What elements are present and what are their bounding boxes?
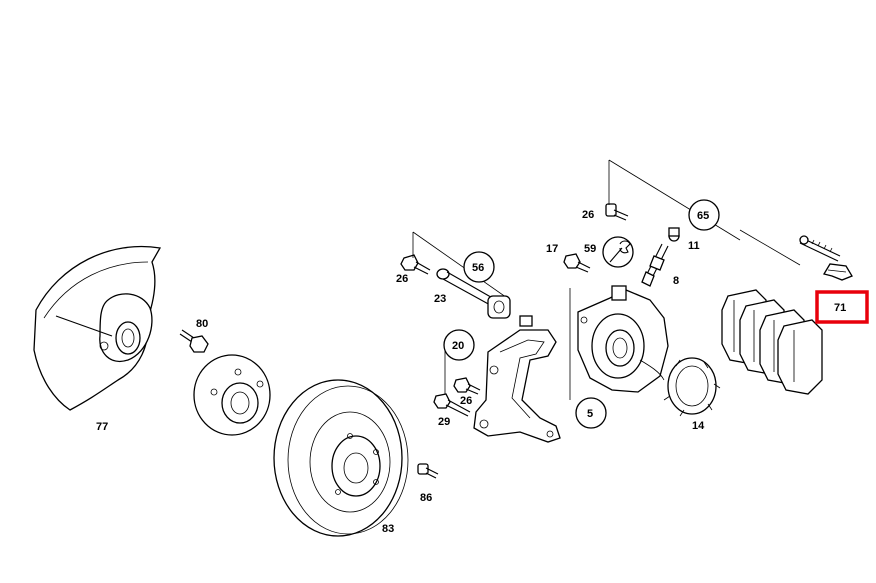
part-5-caliper-housing[interactable] — [577, 285, 669, 393]
label-26-middle: 26 — [460, 395, 472, 407]
label-71: 71 — [834, 302, 846, 314]
part-80-bolt[interactable] — [179, 329, 209, 353]
guide-boot[interactable] — [487, 295, 511, 319]
label-83: 83 — [382, 523, 394, 535]
part-26-bolt-top[interactable] — [605, 203, 629, 221]
part-26-bolt-middle[interactable] — [453, 377, 481, 395]
part-59-wrench-symbol[interactable] — [602, 236, 634, 268]
label-5: 5 — [587, 408, 593, 420]
label-26-upper: 26 — [396, 273, 408, 285]
highlight-box-71[interactable] — [815, 290, 869, 324]
label-29: 29 — [438, 416, 450, 428]
label-65: 65 — [697, 210, 709, 222]
callout-56[interactable] — [463, 251, 495, 283]
callout-5[interactable] — [575, 397, 607, 429]
part-77-dust-shield[interactable] — [33, 245, 162, 411]
part-86-screw[interactable] — [417, 463, 439, 479]
part-17-bolt[interactable] — [563, 253, 591, 273]
label-56: 56 — [472, 262, 484, 274]
label-26-top: 26 — [582, 209, 594, 221]
label-11: 11 — [688, 240, 700, 252]
part-29-bolt[interactable] — [433, 393, 471, 417]
callout-65[interactable] — [688, 199, 720, 231]
part-8-bleed-screw[interactable] — [641, 243, 669, 287]
part-14-dust-ring[interactable] — [663, 357, 721, 417]
label-20: 20 — [452, 340, 464, 352]
label-59: 59 — [584, 243, 596, 255]
label-86: 86 — [420, 492, 432, 504]
part-11-cap[interactable] — [668, 227, 680, 242]
label-14: 14 — [692, 420, 705, 432]
label-23: 23 — [434, 293, 446, 305]
label-80: 80 — [196, 318, 208, 330]
label-77: 77 — [96, 421, 108, 433]
part-20-caliper-carrier[interactable] — [473, 315, 561, 443]
label-8: 8 — [673, 275, 679, 287]
part-83-brake-disc[interactable] — [273, 379, 409, 537]
label-17: 17 — [546, 243, 558, 255]
anti-rattle-spring[interactable] — [822, 263, 853, 281]
pad-retaining-pin[interactable] — [799, 235, 841, 262]
part-26-bolt-upper[interactable] — [400, 254, 431, 275]
callout-20[interactable] — [443, 329, 475, 361]
brake-pads[interactable] — [721, 289, 823, 395]
wheel-hub[interactable] — [193, 354, 271, 436]
